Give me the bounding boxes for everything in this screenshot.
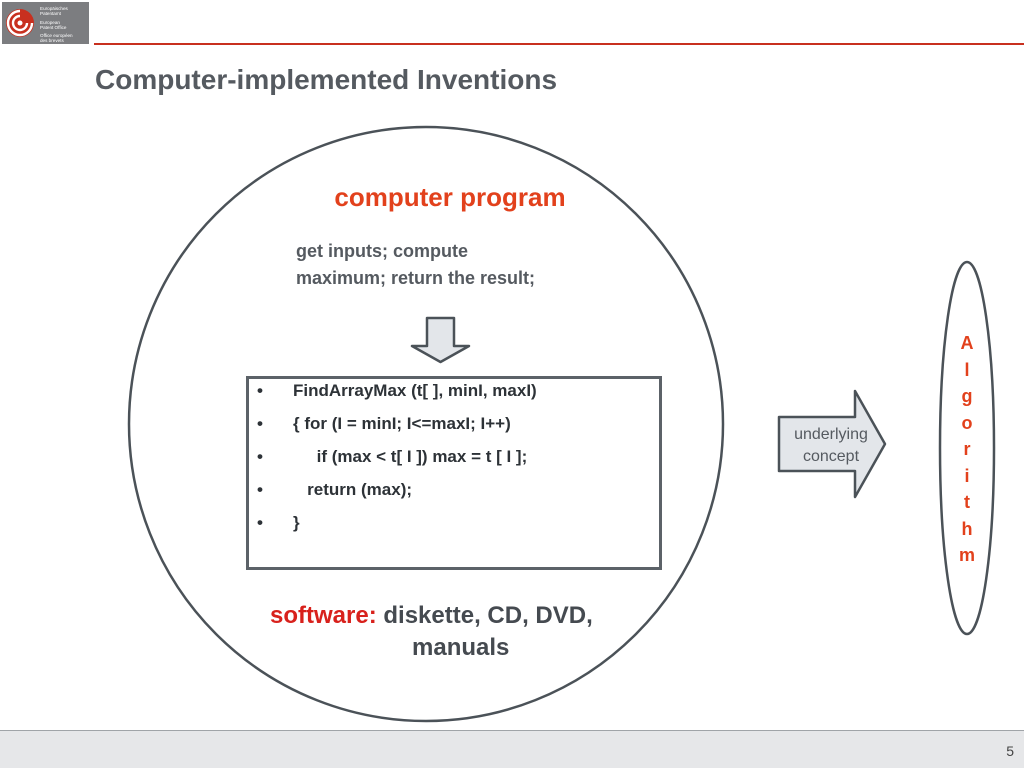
epo-logo-icon [6,9,34,37]
footer-bar: 5 [0,730,1024,768]
pseudo-code: get inputs; compute maximum; return the … [296,238,535,292]
bullet: • [257,513,263,532]
page-number: 5 [1006,743,1014,759]
algorithm-letter: m [958,545,975,565]
algorithm-letter: t [964,492,970,512]
header-rule [94,43,1024,45]
pseudo-line: get inputs; compute [296,241,468,261]
algorithm-letter: i [964,465,970,486]
bullet: • [257,447,263,466]
bullet: • [257,480,263,499]
software-media: diskette, CD, DVD, [383,602,593,629]
program-title: computer program [334,182,566,212]
algorithm-label: A l g o r i t h m [948,330,986,569]
epo-logo: Europäisches Patentamt European Patent O… [2,2,89,44]
bullet: • [257,381,263,400]
bullet: • [257,414,263,433]
software-caption: software: diskette, CD, DVD, manuals [270,600,670,664]
algorithm-letter: l [964,359,970,380]
down-arrow-icon [410,316,471,364]
page-title: Computer-implemented Inventions [95,64,558,95]
algorithm-letter: h [961,518,973,539]
software-media-2: manuals [412,634,510,661]
algorithm-letter: r [963,439,971,459]
code-line: •} [257,513,300,532]
code-line: •FindArrayMax (t[ ], minI, maxI) [257,381,537,400]
code-line: •{ for (I = minI; I<=maxI; I++) [257,414,511,433]
program-circle [127,125,725,723]
algorithm-ellipse [938,260,996,636]
algorithm-letter: o [961,412,973,433]
pseudo-line: maximum; return the result; [296,268,536,288]
code-line: • return (max); [257,480,413,499]
algorithm-letter: A [960,333,974,353]
algorithm-letter: g [961,386,973,406]
right-arrow-icon [777,389,887,499]
code-box: •FindArrayMax (t[ ], minI, maxI) •{ for … [246,376,662,570]
arrow-label: underlying concept [794,426,868,465]
logo-wordmark: Europäisches Patentamt European Patent O… [40,6,73,44]
code-line: • if (max < t[ I ]) max = t [ I ]; [257,447,528,466]
software-label: software: [270,602,377,629]
